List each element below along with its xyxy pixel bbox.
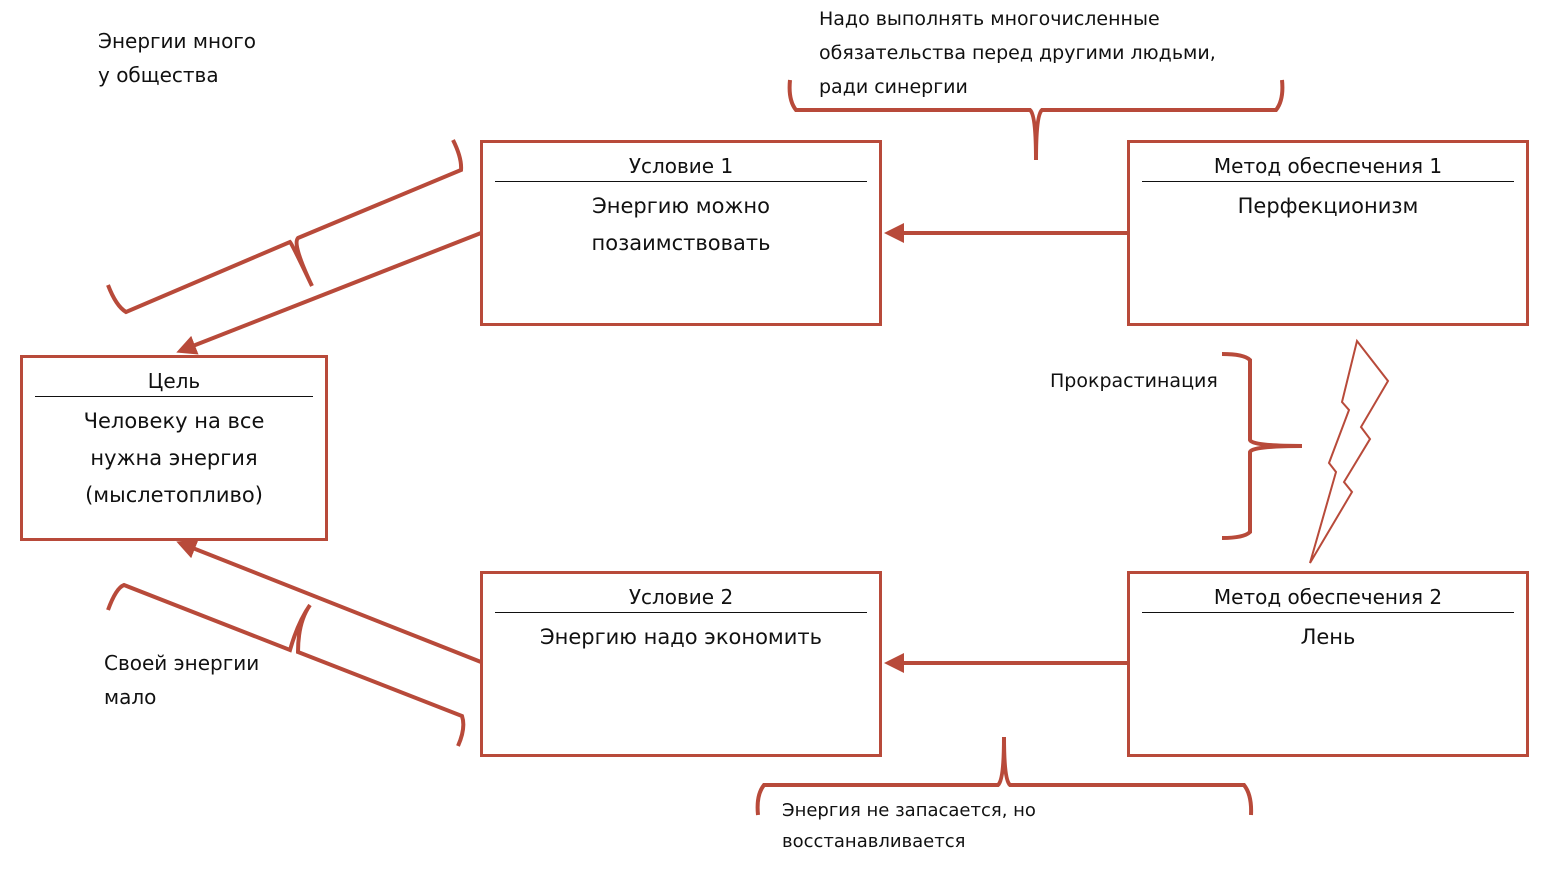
- goal-box: Цель Человеку на все нужна энергия (мысл…: [20, 355, 328, 541]
- line: восстанавливается: [782, 831, 966, 852]
- divider: [495, 612, 867, 613]
- method1-box: Метод обеспечения 1 Перфекционизм: [1127, 140, 1529, 326]
- condition1-box: Условие 1 Энергию можно позаимствовать: [480, 140, 882, 326]
- divider: [1142, 181, 1514, 182]
- condition1-title: Условие 1: [628, 154, 734, 178]
- lightning-icon: [1309, 338, 1390, 564]
- method2-box: Метод обеспечения 2 Лень: [1127, 571, 1529, 757]
- goal-title: Цель: [147, 369, 201, 393]
- line: мало: [104, 685, 157, 709]
- line: Своей энергии: [104, 651, 260, 675]
- line: Человеку на все: [83, 409, 265, 433]
- method2-text: Лень: [1130, 619, 1526, 656]
- line: Энергию можно: [592, 194, 770, 218]
- brace-procrastination: [1221, 352, 1303, 540]
- condition2-title: Условие 2: [628, 585, 734, 609]
- method2-title: Метод обеспечения 2: [1213, 585, 1443, 609]
- note-society: Энергии много у общества: [98, 24, 256, 92]
- line: у общества: [98, 63, 219, 87]
- condition2-text: Энергию надо экономить: [483, 619, 879, 656]
- goal-text: Человеку на все нужна энергия (мыслетопл…: [23, 403, 325, 514]
- line: Перфекционизм: [1237, 194, 1419, 218]
- line: обязательства перед другими людьми,: [819, 42, 1216, 64]
- note-restore: Энергия не запасается, но восстанавливае…: [782, 795, 1036, 857]
- brace-society: [106, 139, 464, 315]
- divider: [35, 396, 313, 397]
- condition2-box: Условие 2 Энергию надо экономить: [480, 571, 882, 757]
- line: Энергию надо экономить: [539, 625, 823, 649]
- arrow-condition1-to-goal: [176, 231, 482, 355]
- note-obligations: Надо выполнять многочисленные обязательс…: [819, 2, 1216, 104]
- brace-obligations: [787, 79, 1285, 161]
- line: Лень: [1300, 625, 1356, 649]
- method1-title: Метод обеспечения 1: [1213, 154, 1443, 178]
- line: Энергии много: [98, 29, 257, 53]
- note-procrastination: Прокрастинация: [1050, 370, 1218, 392]
- divider: [495, 181, 867, 182]
- line: ради синергии: [819, 76, 968, 98]
- brace-restore: [755, 736, 1254, 816]
- note-own-energy: Своей энергии мало: [104, 646, 259, 714]
- line: Надо выполнять многочисленные: [819, 8, 1160, 30]
- arrow-condition2-to-goal: [176, 539, 482, 664]
- line: нужна энергия: [90, 446, 258, 470]
- line: Энергия не запасается, но: [782, 800, 1036, 821]
- divider: [1142, 612, 1514, 613]
- condition1-text: Энергию можно позаимствовать: [483, 188, 879, 262]
- brace-own: [106, 582, 466, 747]
- method1-text: Перфекционизм: [1130, 188, 1526, 225]
- line: (мыслетопливо): [85, 483, 263, 507]
- line: позаимствовать: [591, 231, 771, 255]
